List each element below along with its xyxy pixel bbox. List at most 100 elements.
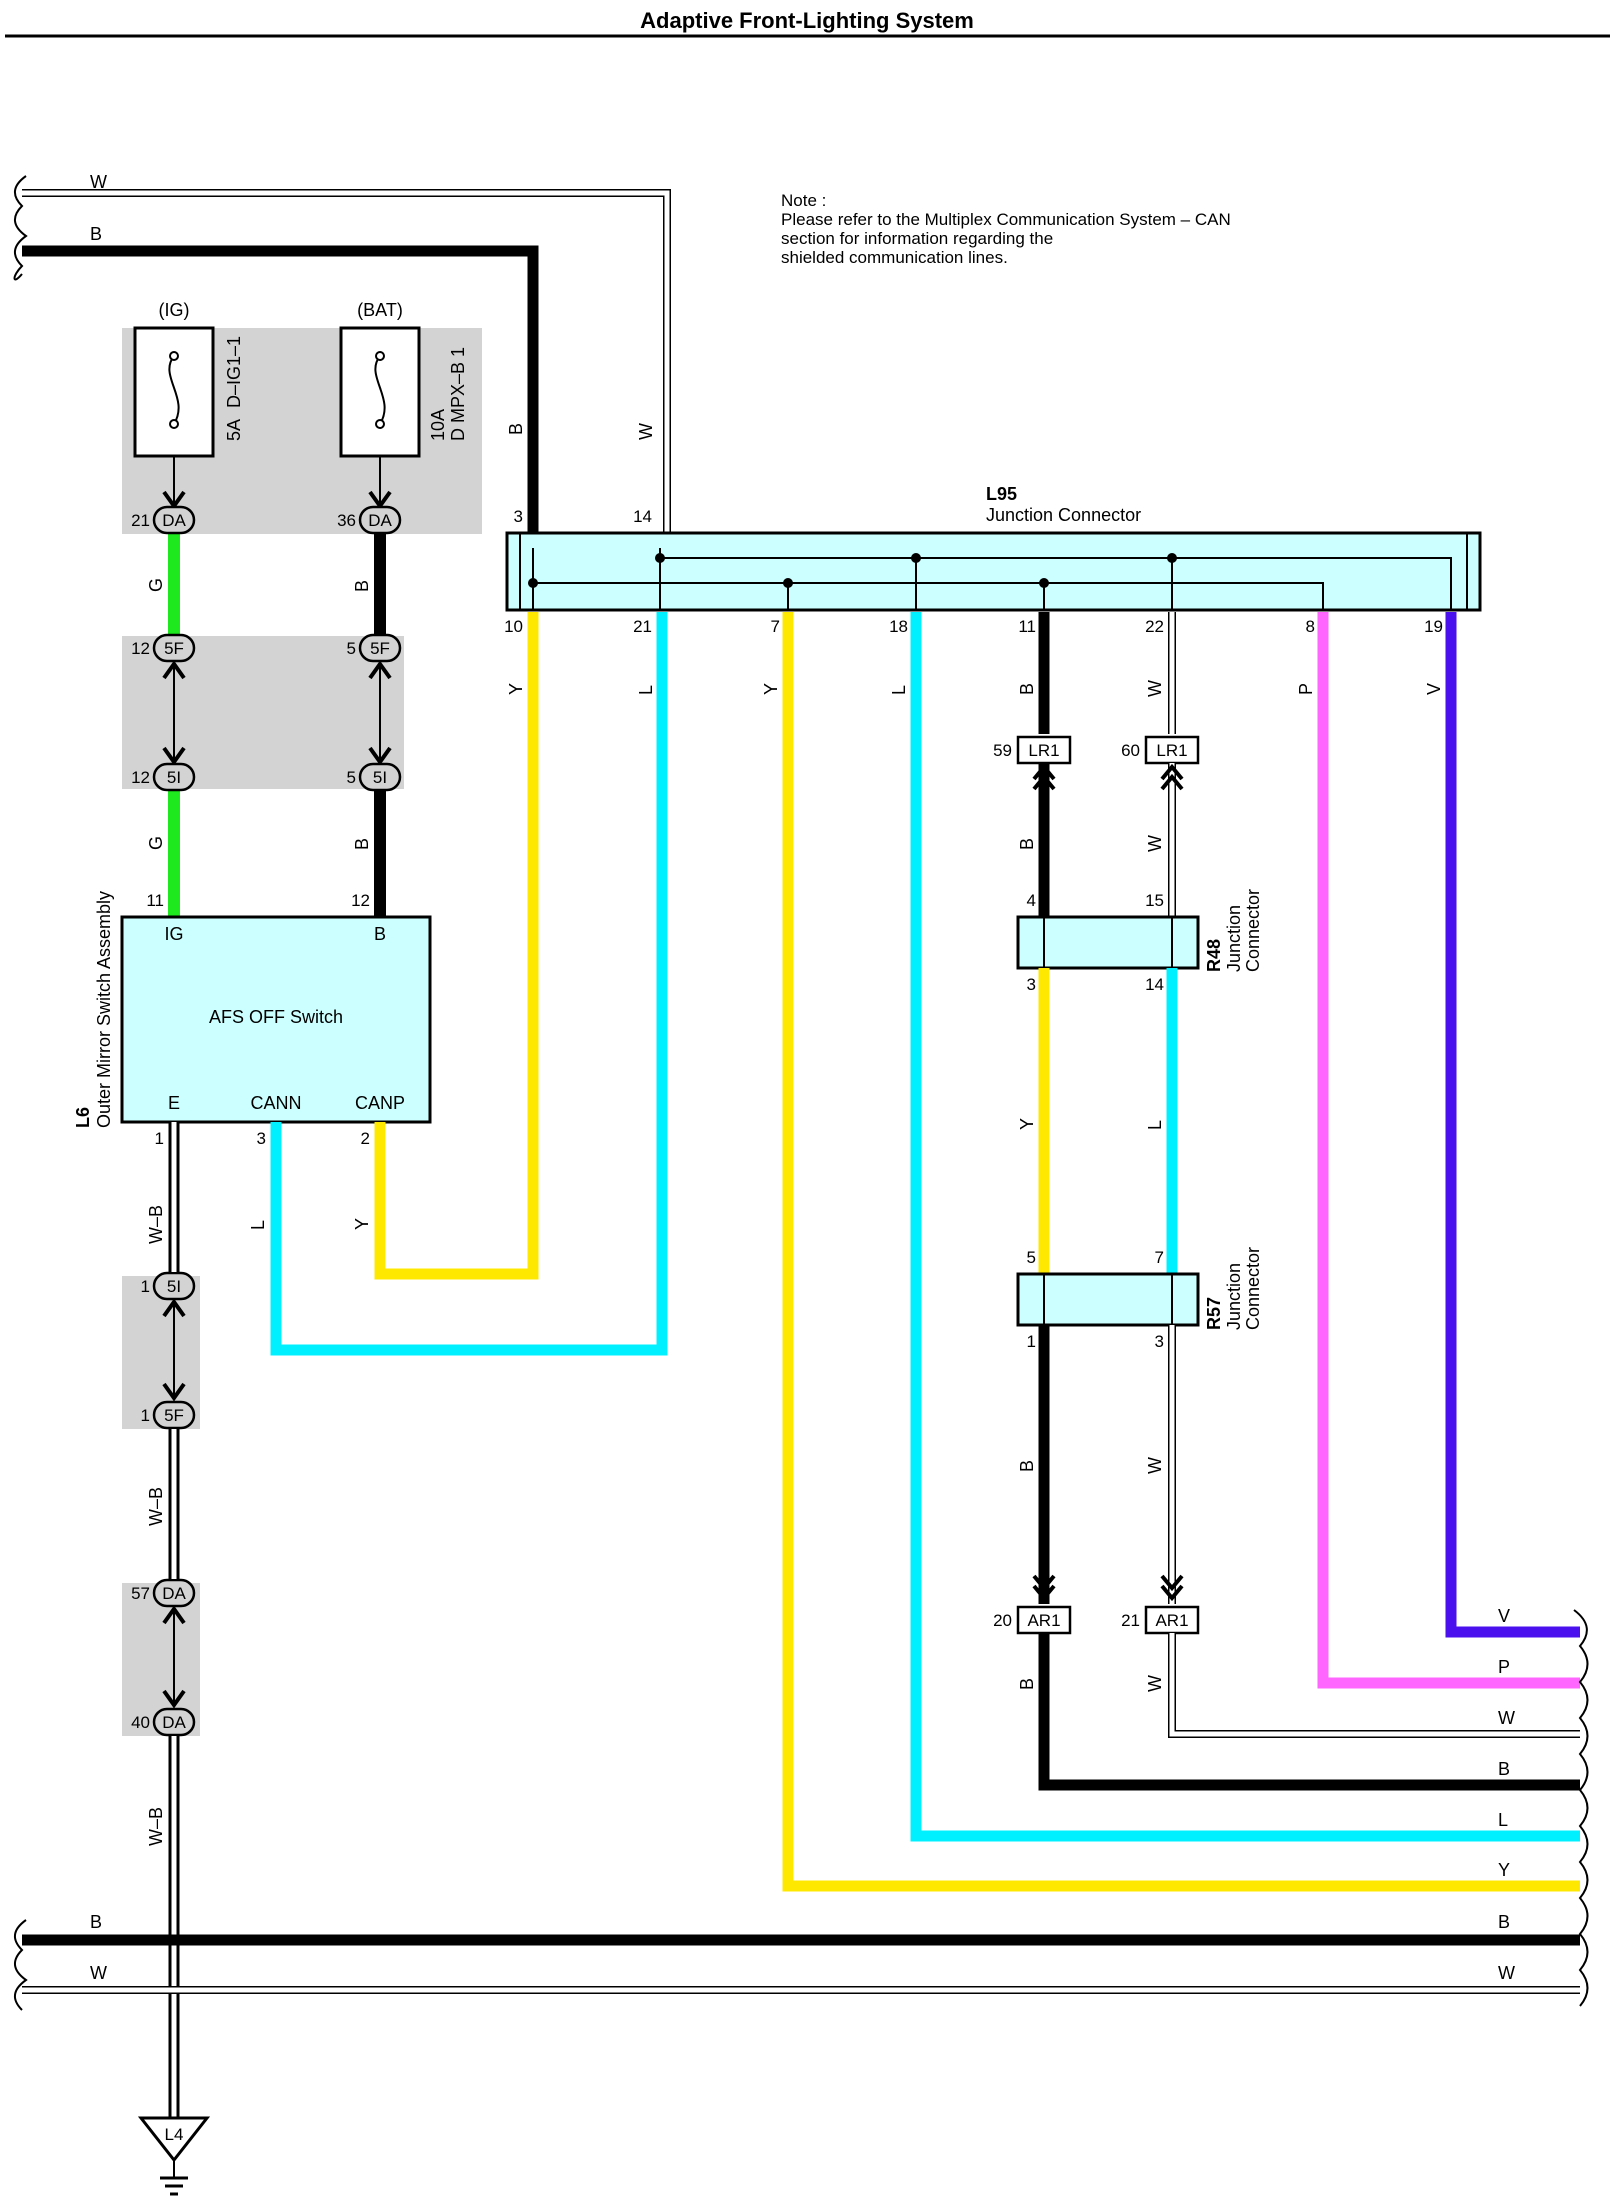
junction-r57: 5 7 1 3 R57 Junction Connector [1016, 1247, 1263, 1351]
right-label-b-2: B [1498, 1912, 1510, 1932]
r48-r57-wires: Y L [1017, 968, 1178, 1274]
wire-label-w-vert: W [636, 423, 656, 440]
l95-pin-top: 14 [633, 507, 652, 526]
afs-off-switch: AFS OFF Switch IG B E CANN CANP 11 12 1 … [73, 891, 432, 1148]
ar1-output-wires: B W [1017, 1633, 1580, 1791]
junction-l95-code: L95 [986, 484, 1017, 504]
note-line-3: shielded communication lines. [781, 248, 1008, 267]
pin-cann: 3 [257, 1129, 266, 1148]
connector-da-57: 57 DA [131, 1578, 196, 1608]
l95-pin-bottom: 8 [1306, 617, 1315, 636]
connector-code: 5F [164, 639, 184, 658]
pin-b: 12 [351, 891, 370, 910]
connector-code: 5I [167, 768, 181, 787]
break-mark-right [1573, 1609, 1589, 2007]
note-line-1: Please refer to the Multiplex Communicat… [781, 210, 1231, 229]
l95-pin-bottom: 11 [1018, 617, 1036, 636]
wire-label-l-21: L [636, 685, 656, 695]
arrow-b-lr1-b [1032, 773, 1056, 791]
rect-connector-box [1016, 735, 1072, 765]
note-heading: Note : [781, 191, 826, 210]
r48-pin-top: 15 [1145, 891, 1164, 910]
ground-triangle [137, 2116, 211, 2163]
wire-l-18 [910, 612, 1580, 1842]
fuse-ig-node-top [169, 351, 179, 361]
l95-output-wires: Y L P V B W [761, 612, 1580, 1892]
fuse-bat-box [339, 326, 421, 458]
connector-pin: 5 [347, 768, 356, 787]
fuse-ig-name: D–IG1–1 [224, 336, 244, 408]
l95-node [655, 553, 665, 563]
wire-w-ar1-fill [1169, 1633, 1580, 1737]
r48-pin-bottom: 3 [1027, 975, 1036, 994]
arrow-b-lr1-a [1032, 763, 1056, 781]
arrow-b-ar1-b [1032, 1574, 1056, 1592]
connector-5f-5: 5 5F [347, 633, 402, 663]
wire-label-l-18: L [889, 685, 909, 695]
connector-pin: 5 [347, 639, 356, 658]
fuse-ig-node-bottom [169, 419, 179, 429]
junction-r48-code: R48 [1204, 939, 1224, 972]
l95-pin-bottom: 7 [771, 617, 780, 636]
fuse-bat-node-top [375, 351, 385, 361]
connector-oval [358, 762, 402, 792]
rect-connector-code: AR1 [1155, 1611, 1188, 1630]
rect-connector-code: LR1 [1028, 741, 1059, 760]
break-mark-bottom-left [14, 1919, 28, 2011]
pin-e: 1 [155, 1129, 164, 1148]
terminal-e: E [168, 1093, 180, 1113]
junction-r48-box [1016, 915, 1200, 970]
wire-y-canp [374, 612, 539, 1280]
ground-code: L4 [165, 2125, 184, 2144]
wire-label-wb-1: W–B [146, 1205, 166, 1244]
connector-pin: 36 [337, 511, 356, 530]
fuse-ig-element [168, 355, 180, 425]
connector-code: DA [368, 511, 392, 530]
rect-connector-code: LR1 [1156, 741, 1187, 760]
wire-label-g-1: G [146, 578, 166, 592]
wire-label-p-8: P [1296, 683, 1316, 695]
connector-oval [152, 1707, 196, 1737]
l95-pin-bottom: 10 [504, 617, 523, 636]
l95-node [911, 553, 921, 563]
wire-label-b-vert: B [506, 423, 526, 435]
connector-5f-12: 12 5F [131, 633, 196, 663]
l95-node [528, 578, 538, 588]
right-label-y: Y [1498, 1860, 1510, 1880]
connector-5i-5: 5 5I [347, 762, 402, 792]
break-mark-top [13, 175, 28, 281]
afs-off-switch-label: AFS OFF Switch [209, 1007, 343, 1027]
l95-bus-3 [532, 548, 1324, 610]
terminal-ig: IG [164, 924, 183, 944]
rect-connector-code: AR1 [1027, 1611, 1060, 1630]
l95-pin-bottom: 18 [889, 617, 908, 636]
connector-code: DA [162, 511, 186, 530]
wire-w-top-fill [22, 190, 670, 548]
arrow-w-lr1-b [1160, 773, 1184, 791]
junction-r57-box [1016, 1272, 1200, 1327]
fuse-bat-rating: 10A [428, 409, 448, 441]
arrow-w-ar1-b [1160, 1574, 1184, 1592]
wire-label-w-ar1: W [1145, 1675, 1165, 1692]
ground-wire: W–B W–B W–B [146, 1122, 186, 2118]
rect-connector-box [1016, 1605, 1072, 1635]
wire-b-top [22, 245, 539, 548]
junction-l95-name: Junction Connector [986, 505, 1141, 525]
connector-da-36: 36 DA [337, 505, 402, 535]
fuse-bat-name: D MPX–B 1 [448, 347, 468, 441]
wire-label-w-bottom-left: W [90, 1963, 107, 1983]
connector-5f-1: 1 5F [141, 1400, 196, 1430]
arrow-ig-3 [162, 746, 186, 766]
l95-node [1039, 578, 1049, 588]
connector-5i-12: 12 5I [131, 762, 196, 792]
arrow-bat-2 [368, 660, 392, 680]
wire-label-l-cann: L [248, 1220, 268, 1230]
junction-r48-name-1: Junction [1224, 905, 1244, 972]
right-label-b-1: B [1498, 1759, 1510, 1779]
rect-connector-pin: 20 [993, 1611, 1012, 1630]
right-label-w-2: W [1498, 1963, 1515, 1983]
connector-code: DA [162, 1584, 186, 1603]
rect-connector-pin: 21 [1121, 1611, 1140, 1630]
fuse-ig-box [133, 326, 215, 458]
